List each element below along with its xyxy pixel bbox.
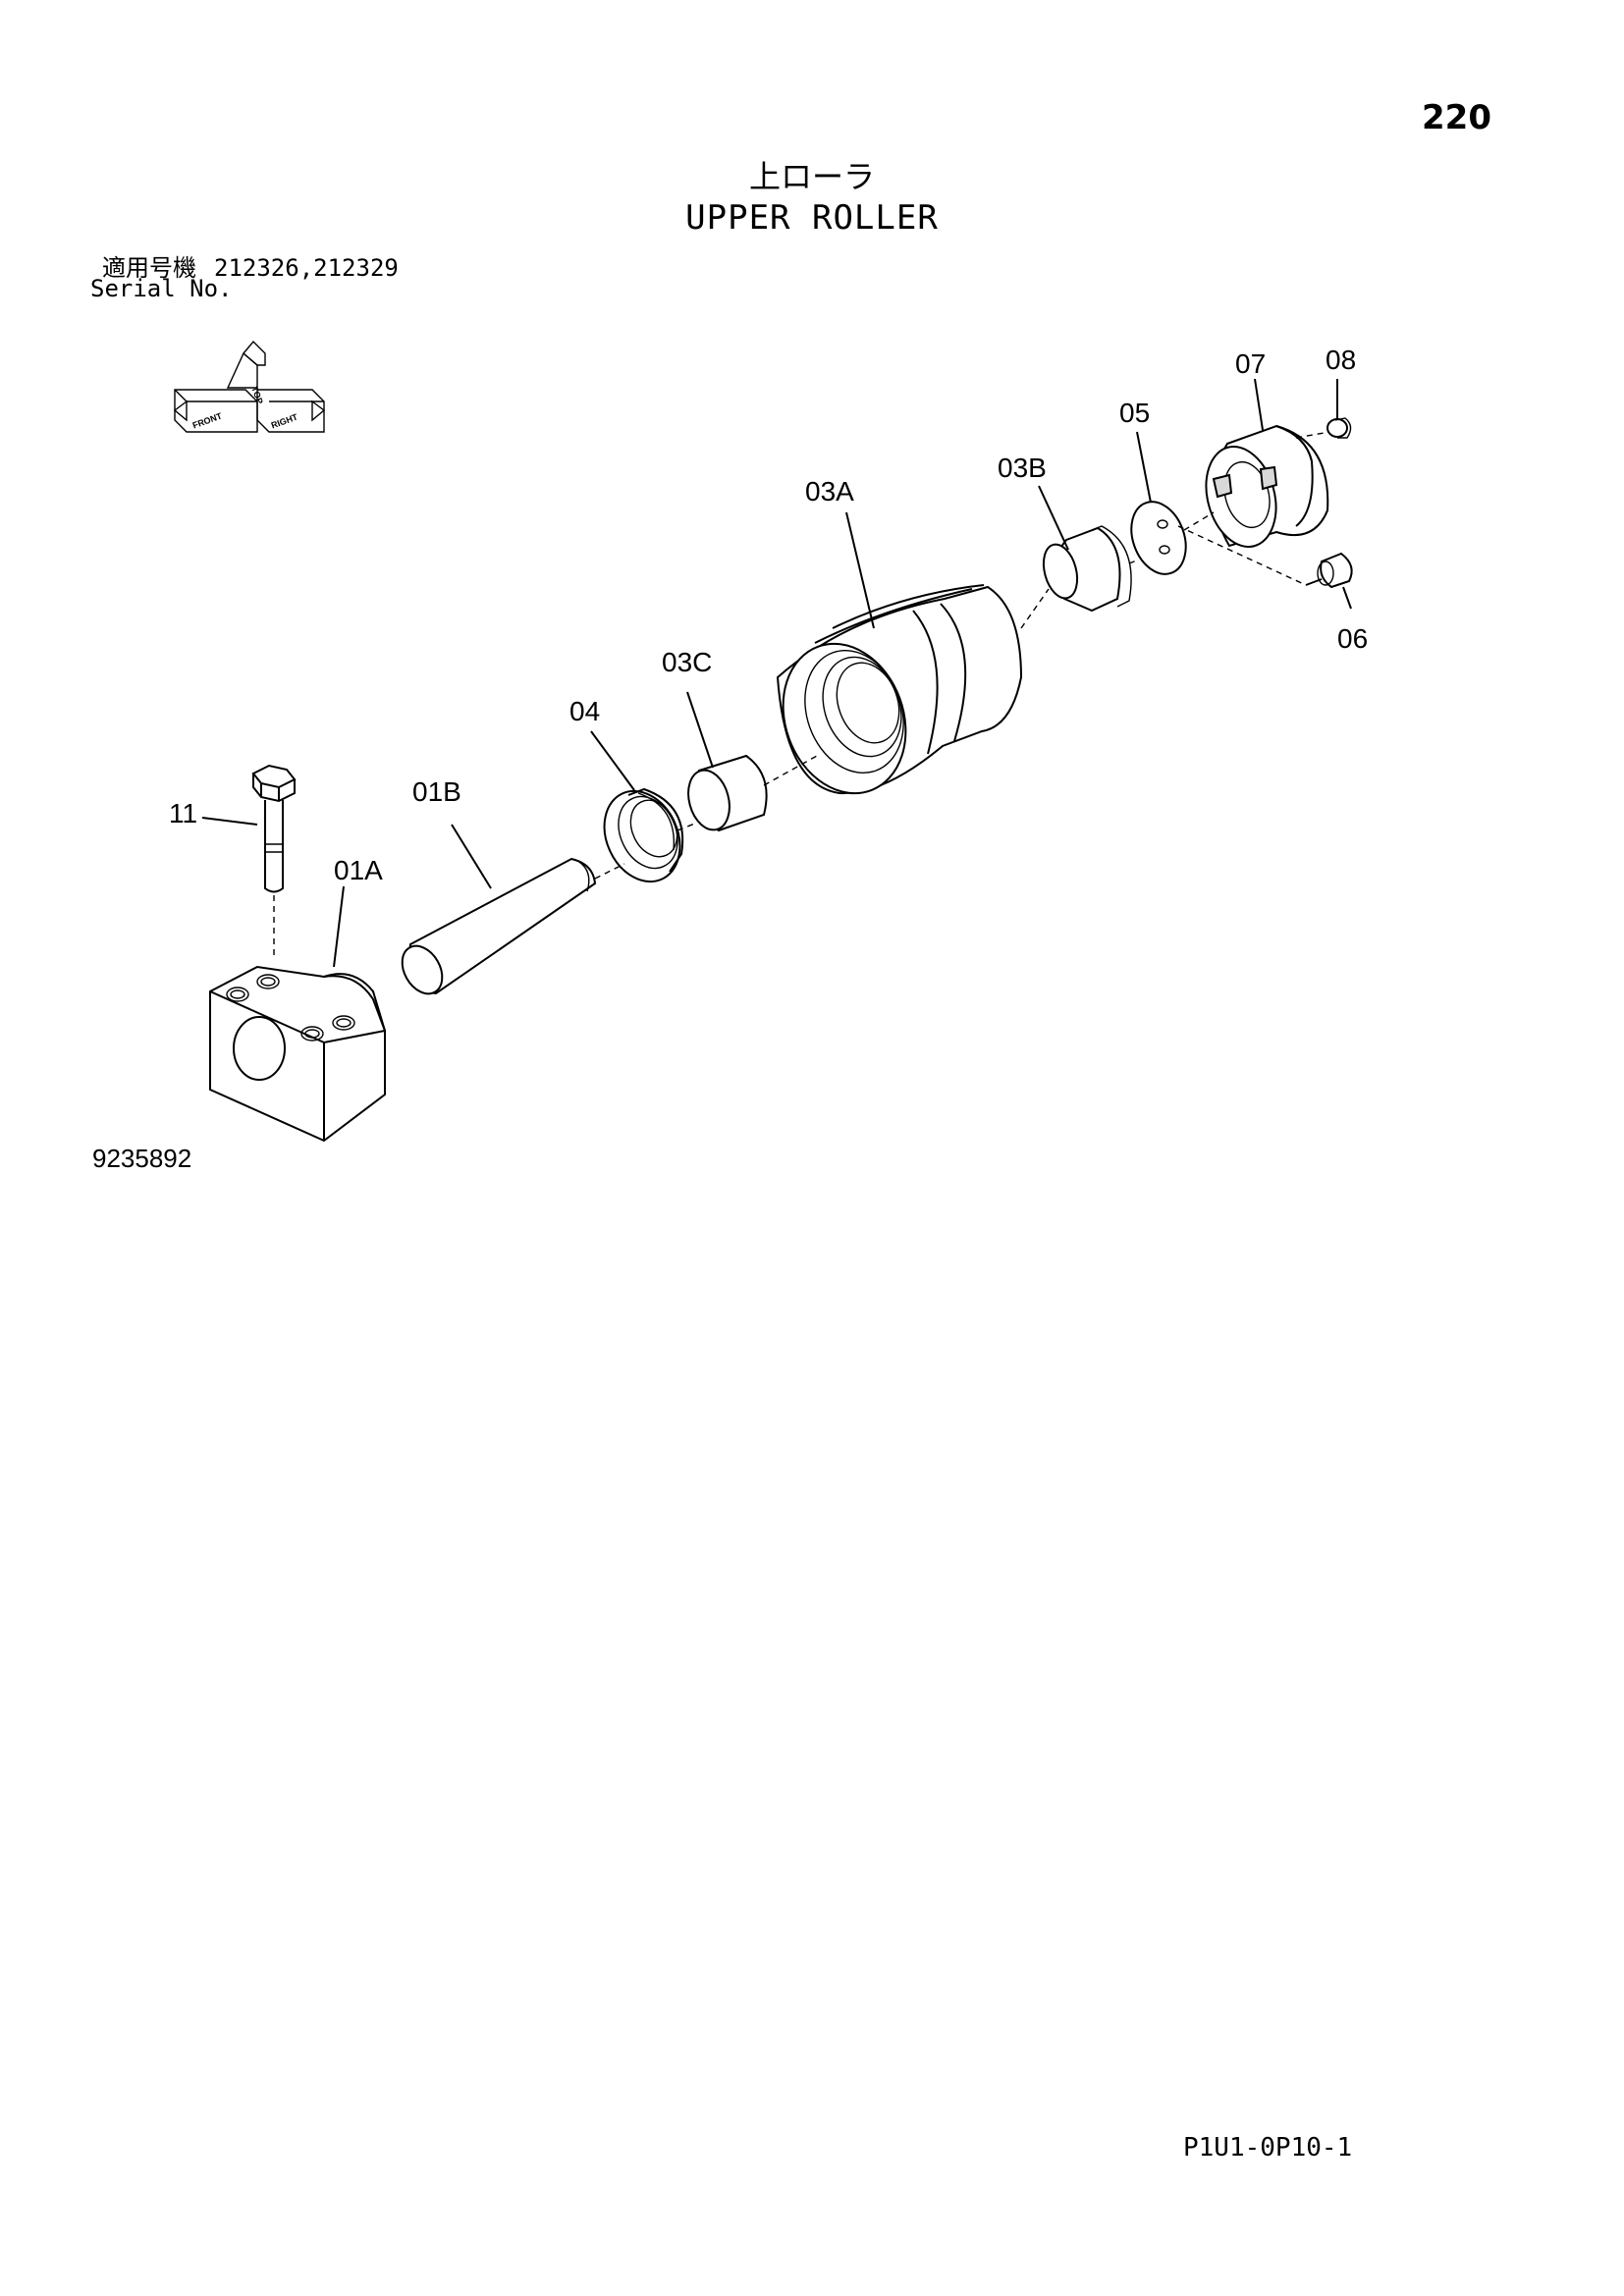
part-bushing-03c [687,754,768,832]
page-title-en: UPPER ROLLER [685,198,939,238]
page-code: P1U1-0P10-1 [1183,2133,1353,2163]
part-plate-05 [1130,501,1187,575]
part-screw-06 [1305,552,1353,589]
part-plug-08 [1326,417,1352,439]
part-bushing-03b [1042,525,1132,613]
page-title-jp: 上ローラ [748,158,875,195]
serial-label-jp-text: 適用号機 [102,254,196,282]
callout-07: 07 [1235,348,1266,379]
part-roller-03a [776,584,1023,795]
orientation-label-right: RIGHT [270,411,299,430]
part-seal-04 [603,787,684,883]
part-bolt-11 [251,764,297,957]
orientation-label-front: FRONT [191,410,224,430]
callout-11: 11 [169,798,197,828]
callout-03a: 03A [805,476,854,507]
callout-04: 04 [569,696,600,726]
callout-01a: 01A [334,855,383,885]
page-number: 220 [1422,98,1491,137]
serial-numbers: 212326,212329 [214,254,399,282]
serial-label-en: Serial No. [90,275,233,302]
callout-03c: 03C [662,647,712,677]
serial-label-jp: 適用号機 212326,212329 [102,248,399,283]
callout-08: 08 [1326,345,1356,375]
part-shaft-01b [401,857,597,995]
part-bracket-01a [209,965,386,1143]
callout-01b: 01B [412,776,461,807]
callout-05: 05 [1119,398,1150,428]
part-cover-07 [1205,424,1329,548]
drawing-number: 9235892 [92,1144,192,1173]
callout-06: 06 [1337,623,1368,654]
orientation-icon: FRONT TOP RIGHT [173,340,326,433]
callout-03b: 03B [998,453,1047,483]
